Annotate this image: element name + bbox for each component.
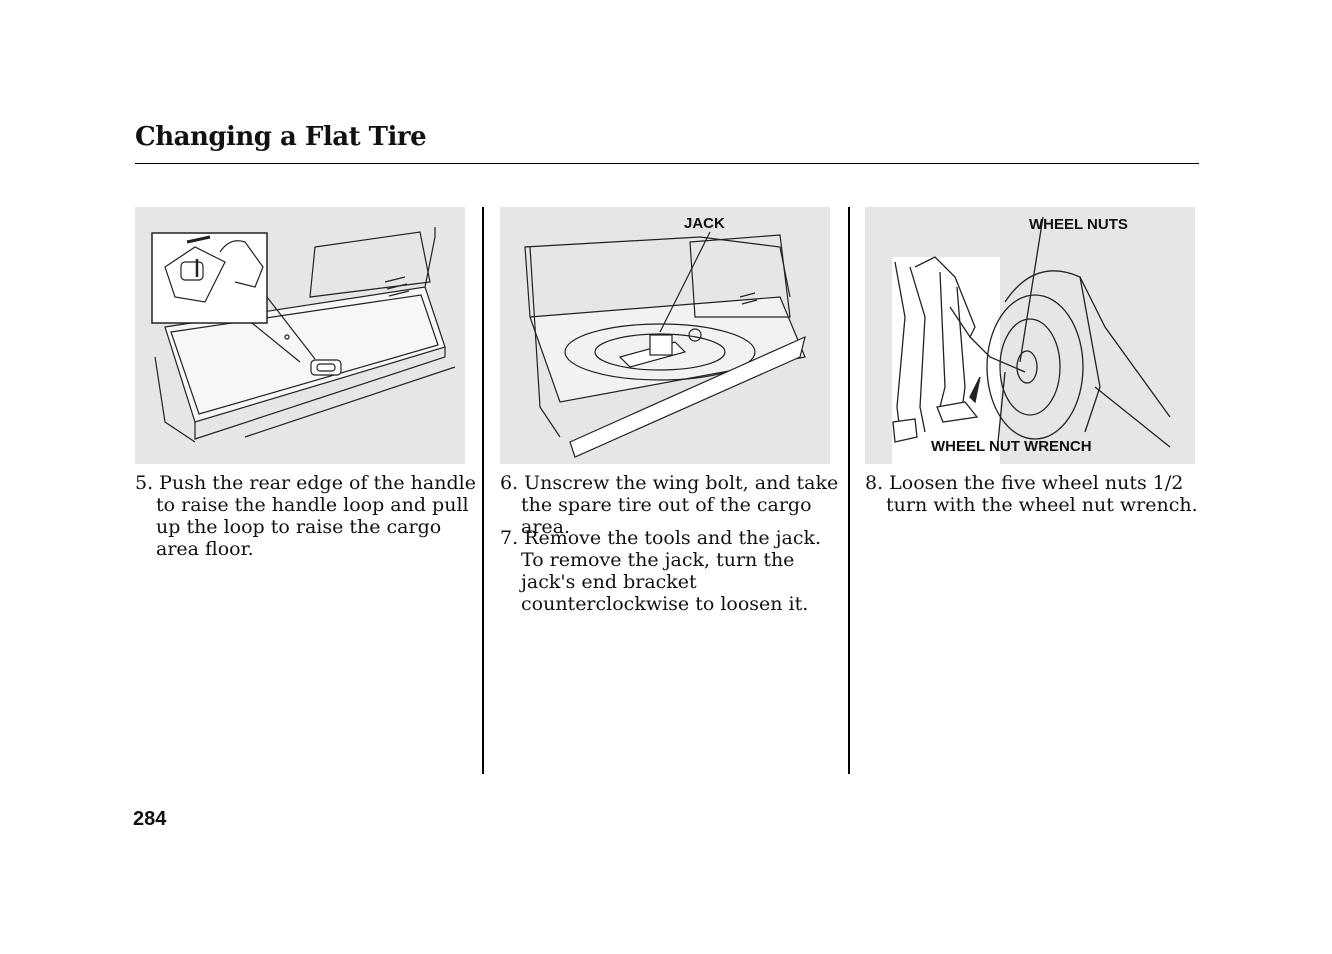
wheel-nut-wrench-label: WHEEL NUT WRENCH (931, 438, 1092, 455)
spare-tire-jack-icon (524, 231, 806, 458)
wheel-nuts-label: WHEEL NUTS (1029, 216, 1128, 233)
step-7-text: 7. Remove the tools and the jack. To rem… (500, 527, 822, 615)
step-8-text: 8. Loosen the five wheel nuts 1/2 turn w… (865, 472, 1198, 516)
wheel-figure: WHEEL NUTS WHEEL NUT WRENCH (865, 207, 1195, 464)
cargo-floor-figure (135, 207, 465, 464)
page-number: 284 (133, 808, 167, 830)
column-divider (482, 207, 484, 774)
jack-label: JACK (684, 215, 725, 232)
jack-figure: JACK (500, 207, 830, 464)
wheel-nut-wrench-icon (892, 216, 1171, 464)
step-5-text: 5. Push the rear edge of the handle to r… (135, 472, 476, 560)
step-6-text: 6. Unscrew the wing bolt, and take the s… (500, 472, 839, 538)
column-divider (848, 207, 850, 774)
page-title: Changing a Flat Tire (135, 122, 427, 152)
cargo-floor-handle-icon (151, 227, 456, 443)
title-rule (135, 163, 1199, 164)
